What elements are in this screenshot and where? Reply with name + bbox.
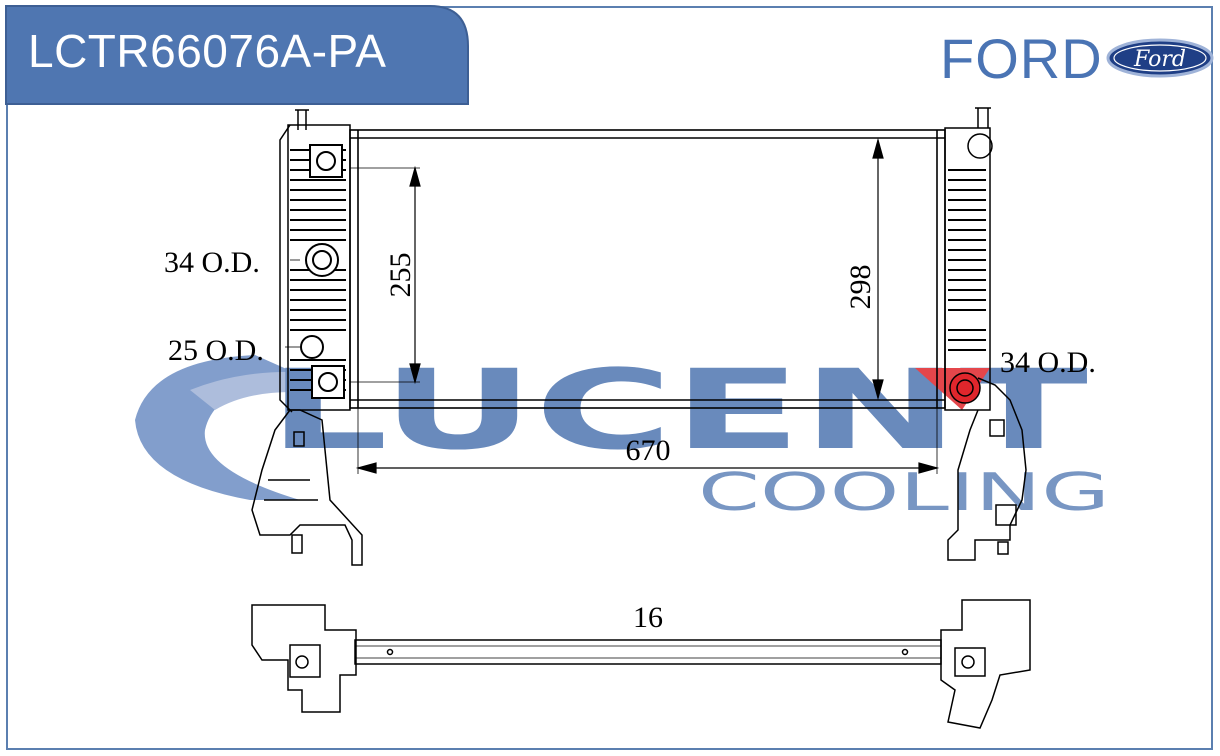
- right-tank: [944, 107, 993, 411]
- part-number-title: LCTR66076A-PA: [28, 25, 387, 77]
- brand-name: FORD: [940, 27, 1103, 90]
- label-left-upper-port: 34 O.D.: [164, 246, 260, 279]
- right-bracket: [947, 377, 1027, 561]
- watermark-line2: COOLING: [698, 463, 1110, 523]
- right-tank-port: [949, 372, 981, 404]
- left-tank: [279, 109, 351, 413]
- dim-tank-height: 255: [384, 253, 417, 298]
- label-right-port: 34 O.D.: [1000, 346, 1096, 379]
- ford-logo-text: Ford: [1133, 47, 1186, 72]
- dim-core-width: 670: [626, 434, 671, 467]
- right-tank-fins: [948, 169, 986, 351]
- title-tab: [5, 5, 469, 105]
- dim-thickness: 16: [633, 601, 663, 634]
- drawing-frame: [6, 6, 1213, 750]
- ford-logo-icon: Ford: [1106, 38, 1214, 78]
- left-tank-ports: [300, 144, 345, 399]
- dim-core-height: 298: [844, 265, 877, 310]
- label-left-lower-port: 25 O.D.: [168, 334, 264, 367]
- dimension-lines: [285, 137, 940, 474]
- left-bracket: [251, 409, 363, 566]
- top-view: [251, 599, 1031, 729]
